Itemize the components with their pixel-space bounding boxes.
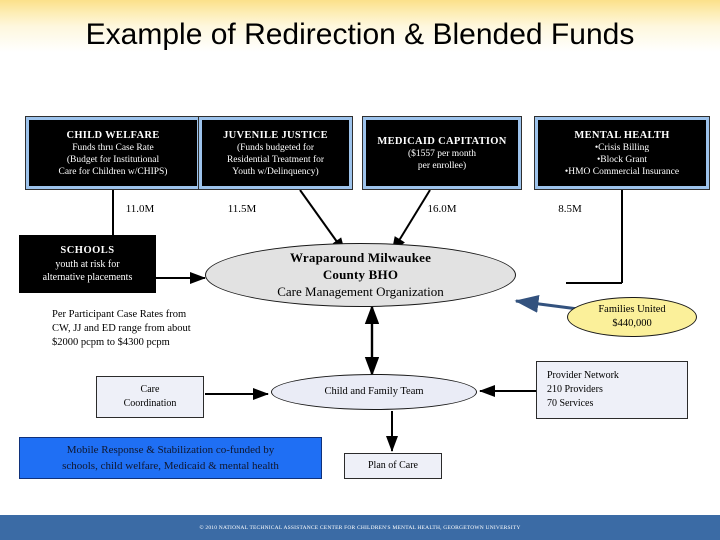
schools-header: SCHOOLS <box>60 245 115 256</box>
care-coordination-line-1: Care <box>140 384 160 395</box>
case-rate-note-line: CW, JJ and ED range from about <box>52 323 191 334</box>
footer-bar: © 2010 NATIONAL TECHNICAL ASSISTANCE CEN… <box>0 515 720 540</box>
funding-box-child-welfare[interactable]: CHILD WELFARE Funds thru Case Rate (Budg… <box>25 116 201 190</box>
funding-box-line: per enrollee) <box>417 160 467 171</box>
provider-network-line-2: 210 Providers <box>547 384 603 395</box>
mobile-response-line-2: schools, child welfare, Medicaid & menta… <box>62 460 279 472</box>
child-and-family-team-label: Child and Family Team <box>324 386 424 397</box>
families-united-oval[interactable]: Families United $440,000 <box>567 297 697 337</box>
amount-child-welfare: 11.0M <box>125 203 155 215</box>
schools-line: alternative placements <box>42 272 133 283</box>
funding-box-inner: MENTAL HEALTH •Crisis Billing •Block Gra… <box>538 120 706 186</box>
families-united-line-2: $440,000 <box>612 318 652 329</box>
funding-box-line: (Funds budgeted for <box>236 142 315 153</box>
funding-box-line: •HMO Commercial Insurance <box>564 166 680 177</box>
amount-juvenile-justice: 11.5M <box>227 203 257 215</box>
funding-box-line: Residential Treatment for <box>226 154 325 165</box>
provider-network-line-3: 70 Services <box>547 398 594 409</box>
provider-network-box[interactable]: Provider Network 210 Providers 70 Servic… <box>536 361 688 419</box>
footer-copyright: © 2010 NATIONAL TECHNICAL ASSISTANCE CEN… <box>199 524 521 531</box>
funding-box-inner: MEDICAID CAPITATION ($1557 per month per… <box>366 120 518 186</box>
schools-box[interactable]: SCHOOLS youth at risk for alternative pl… <box>19 235 156 293</box>
funding-box-header: MENTAL HEALTH <box>574 129 670 141</box>
funding-box-header: JUVENILE JUSTICE <box>223 129 328 141</box>
care-coordination-line-2: Coordination <box>123 398 177 409</box>
families-united-line-1: Families United <box>598 304 666 315</box>
schools-line: youth at risk for <box>55 259 120 270</box>
page-title: Example of Redirection & Blended Funds <box>85 18 635 51</box>
funding-box-inner: JUVENILE JUSTICE (Funds budgeted for Res… <box>202 120 349 186</box>
funding-box-line: Youth w/Delinquency) <box>232 166 319 177</box>
bho-line-2: County BHO <box>322 267 399 282</box>
funding-box-juvenile-justice[interactable]: JUVENILE JUSTICE (Funds budgeted for Res… <box>198 116 353 190</box>
mobile-response-box[interactable]: Mobile Response & Stabilization co-funde… <box>19 437 322 479</box>
funding-box-mental-health[interactable]: MENTAL HEALTH •Crisis Billing •Block Gra… <box>534 116 710 190</box>
funding-box-header: CHILD WELFARE <box>66 129 160 141</box>
case-rate-note-line: $2000 pcpm to $4300 pcpm <box>52 337 170 348</box>
funding-box-line: (Budget for Institutional <box>66 154 160 165</box>
amount-medicaid-capitation: 16.0M <box>427 203 457 215</box>
funding-box-inner: CHILD WELFARE Funds thru Case Rate (Budg… <box>29 120 197 186</box>
bho-line-1: Wraparound Milwaukee <box>289 250 432 265</box>
funding-box-line: ($1557 per month <box>407 148 477 159</box>
funding-box-medicaid-capitation[interactable]: MEDICAID CAPITATION ($1557 per month per… <box>362 116 522 190</box>
funding-box-line: Care for Children w/CHIPS) <box>58 166 168 177</box>
plan-of-care-label: Plan of Care <box>368 460 418 471</box>
case-rate-note-line: Per Participant Case Rates from <box>52 309 187 320</box>
funding-box-header: MEDICAID CAPITATION <box>377 135 507 147</box>
care-coordination-box[interactable]: Care Coordination <box>96 376 204 418</box>
funding-box-line: Funds thru Case Rate <box>72 142 154 153</box>
mobile-response-line-1: Mobile Response & Stabilization co-funde… <box>66 444 275 456</box>
wraparound-milwaukee-bho-oval[interactable]: Wraparound Milwaukee County BHO Care Man… <box>205 243 516 307</box>
plan-of-care-box[interactable]: Plan of Care <box>344 453 442 479</box>
funding-box-line: •Crisis Billing <box>594 142 650 153</box>
bho-line-3: Care Management Organization <box>277 284 444 299</box>
funding-box-line: •Block Grant <box>596 154 648 165</box>
provider-network-line-1: Provider Network <box>547 370 619 381</box>
child-and-family-team-oval[interactable]: Child and Family Team <box>271 374 477 410</box>
amount-mental-health: 8.5M <box>558 203 582 215</box>
case-rate-note: Per Participant Case Rates from CW, JJ a… <box>52 308 262 350</box>
